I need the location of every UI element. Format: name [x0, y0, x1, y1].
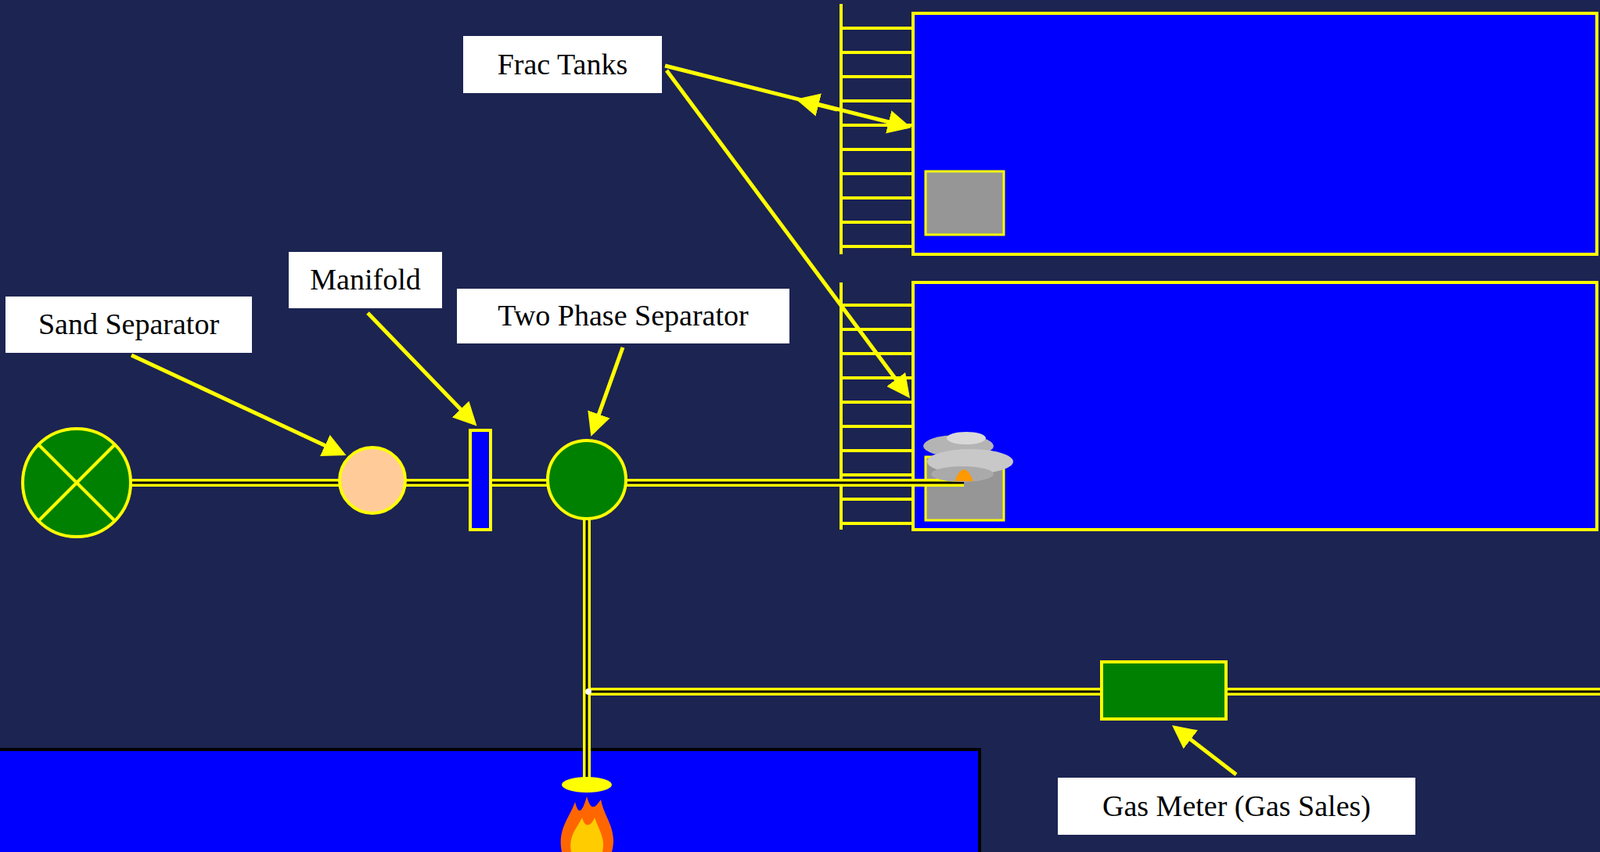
sand-separator: [339, 447, 406, 514]
callout-label: Two Phase Separator: [497, 299, 748, 333]
callout-box: Frac Tanks: [463, 35, 662, 94]
callout-box: Manifold: [288, 251, 443, 309]
frac-tank: [913, 13, 1597, 255]
callout-box: Gas Meter (Gas Sales): [1057, 777, 1416, 835]
callout-box: Two Phase Separator: [456, 288, 790, 344]
leader-arrow: [131, 65, 1237, 775]
pipe: [117, 482, 1600, 779]
wellhead-symbol: [22, 428, 131, 537]
tank-stairs: [841, 3, 914, 530]
manifold: [470, 430, 491, 530]
flare-pit: [0, 749, 980, 852]
tank-hatch: [925, 171, 1004, 235]
two-phase-separator: [547, 440, 626, 519]
discharge-cloud: [923, 431, 1014, 482]
callout-label: Gas Meter (Gas Sales): [1102, 790, 1371, 824]
callout-box: Sand Separator: [5, 296, 252, 353]
tee-joint: [585, 688, 592, 695]
callout-label: Frac Tanks: [497, 48, 629, 82]
callout-label: Sand Separator: [38, 308, 220, 342]
callout-label: Manifold: [309, 263, 421, 297]
flare: [560, 776, 614, 852]
frac-tank: [913, 282, 1597, 530]
gas-meter: [1101, 661, 1227, 720]
